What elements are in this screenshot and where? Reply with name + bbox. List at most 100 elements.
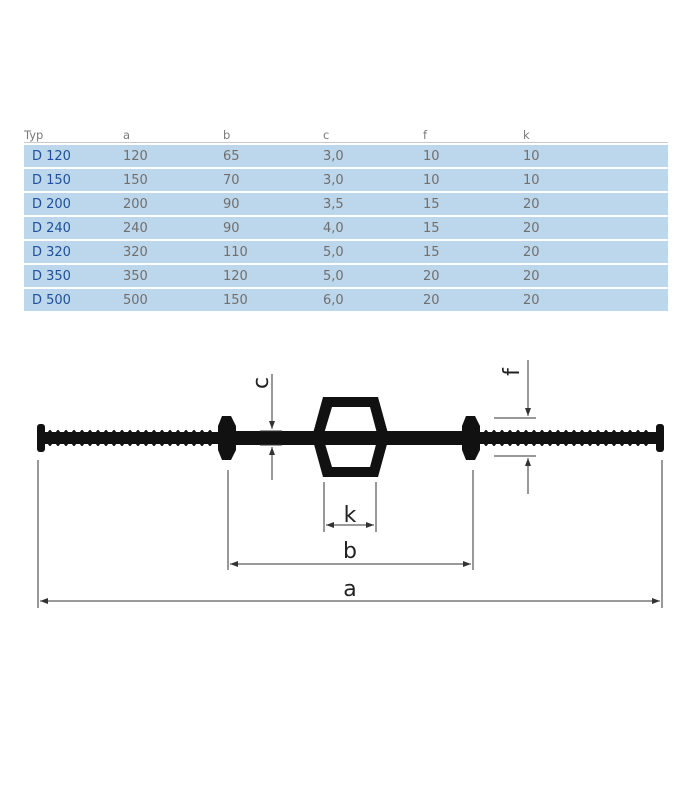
table-cell-k: 20	[523, 265, 668, 287]
table-cell-k: 20	[523, 289, 668, 311]
table-cell-f: 20	[423, 289, 523, 311]
right-end-bulb	[656, 424, 664, 452]
flange-rib	[547, 430, 553, 446]
flange-rib	[523, 430, 529, 446]
flange-rib	[499, 430, 505, 446]
table-cell-a: 150	[123, 169, 223, 191]
waterstop-profile-diagram: a b k c f	[37, 360, 664, 608]
flange-rib	[167, 430, 173, 446]
table-cell-typ: D 500	[24, 289, 123, 311]
table-cell-b: 90	[223, 217, 323, 239]
flange-rib	[63, 430, 69, 446]
table-cell-c: 4,0	[323, 217, 423, 239]
center-web	[222, 431, 480, 445]
flange-rib	[87, 430, 93, 446]
table-cell-typ: D 320	[24, 241, 123, 263]
table-cell-a: 120	[123, 145, 223, 167]
flange-rib	[71, 430, 77, 446]
flange-rib	[507, 430, 513, 446]
flange-rib	[151, 430, 157, 446]
table-cell-a: 240	[123, 217, 223, 239]
table-cell-a: 350	[123, 265, 223, 287]
flange-rib	[619, 430, 625, 446]
header-b: b	[223, 123, 323, 143]
label-a: a	[343, 577, 356, 602]
table-cell-c: 3,5	[323, 193, 423, 215]
flange-rib	[539, 430, 545, 446]
flange-rib	[111, 430, 117, 446]
flange-rib	[595, 430, 601, 446]
table-cell-c: 3,0	[323, 145, 423, 167]
label-c: c	[249, 377, 274, 389]
flange-rib	[587, 430, 593, 446]
table-cell-typ: D 120	[24, 145, 123, 167]
table-cell-k: 10	[523, 145, 668, 167]
flange-rib	[79, 430, 85, 446]
label-k: k	[344, 503, 357, 528]
table-cell-f: 10	[423, 145, 523, 167]
table-cell-b: 150	[223, 289, 323, 311]
flange-rib	[603, 430, 609, 446]
header-k: k	[523, 123, 668, 143]
table-cell-a: 500	[123, 289, 223, 311]
table-cell-k: 20	[523, 193, 668, 215]
right-ribs	[483, 430, 649, 446]
header-typ: Typ	[24, 123, 123, 143]
table-cell-f: 15	[423, 217, 523, 239]
flange-rib	[643, 430, 649, 446]
flange-rib	[635, 430, 641, 446]
table-cell-f: 15	[423, 241, 523, 263]
flange-rib	[103, 430, 109, 446]
table-cell-b: 65	[223, 145, 323, 167]
table-cell-c: 5,0	[323, 241, 423, 263]
flange-rib	[611, 430, 617, 446]
flange-rib	[483, 430, 489, 446]
flange-rib	[199, 430, 205, 446]
flange-rib	[175, 430, 181, 446]
table-cell-a: 200	[123, 193, 223, 215]
header-c: c	[323, 123, 423, 143]
flange-rib	[183, 430, 189, 446]
table-cell-typ: D 240	[24, 217, 123, 239]
flange-rib	[571, 430, 577, 446]
table-cell-k: 20	[523, 217, 668, 239]
flange-rib	[491, 430, 497, 446]
left-stop-bulb	[218, 416, 236, 460]
header-a: a	[123, 123, 223, 143]
label-f: f	[500, 367, 525, 376]
table-cell-typ: D 150	[24, 169, 123, 191]
table-cell-c: 3,0	[323, 169, 423, 191]
table-cell-typ: D 200	[24, 193, 123, 215]
profile-shape	[37, 397, 664, 477]
table-cell-b: 110	[223, 241, 323, 263]
flange-rib	[531, 430, 537, 446]
flange-rib	[119, 430, 125, 446]
flange-rib	[515, 430, 521, 446]
table-cell-typ: D 350	[24, 265, 123, 287]
table-cell-b: 70	[223, 169, 323, 191]
flange-rib	[159, 430, 165, 446]
right-stop-bulb	[462, 416, 480, 460]
table-cell-f: 20	[423, 265, 523, 287]
flange-rib	[47, 430, 53, 446]
flange-rib	[135, 430, 141, 446]
label-b: b	[343, 539, 357, 564]
flange-rib	[55, 430, 61, 446]
left-end-bulb	[37, 424, 45, 452]
table-cell-k: 10	[523, 169, 668, 191]
table-cell-f: 15	[423, 193, 523, 215]
flange-rib	[627, 430, 633, 446]
table-cell-c: 5,0	[323, 265, 423, 287]
flange-rib	[207, 430, 213, 446]
flange-rib	[579, 430, 585, 446]
table-cell-c: 6,0	[323, 289, 423, 311]
flange-rib	[143, 430, 149, 446]
left-ribs	[47, 430, 213, 446]
table-cell-a: 320	[123, 241, 223, 263]
